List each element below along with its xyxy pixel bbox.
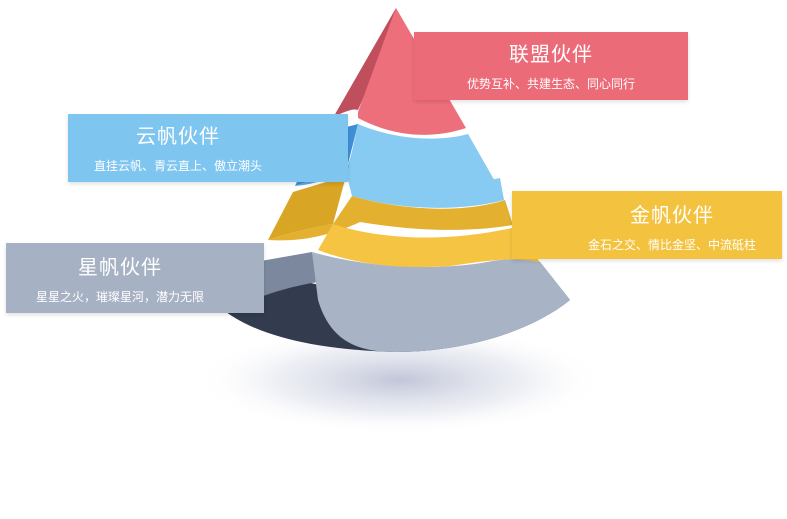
tier-star-front [312,252,570,352]
tier-alliance-front [358,8,466,135]
tier-alliance-banner: 联盟伙伴 优势互补、共建生态、同心同行 [414,32,688,100]
tier-gold-top [268,196,513,241]
tier-star-title: 星帆伙伴 [78,255,162,279]
tier-alliance-title: 联盟伙伴 [509,42,593,66]
tier-gold-title: 金帆伙伴 [630,203,714,227]
tier-cloud-description: 直挂云帆、青云直上、傲立潮头 [93,159,262,173]
tier-cloud-front-main [346,124,500,196]
tier-gold-description: 金石之交、情比金坚、中流砥柱 [587,238,756,252]
tier-star-banner: 星帆伙伴 星星之火，璀璨星河，潜力无限 [6,243,264,313]
tier-cloud-banner: 云帆伙伴 直挂云帆、青云直上、傲立潮头 [68,114,348,182]
tier-gold-side [268,176,346,240]
tier-gold-banner: 金帆伙伴 金石之交、情比金坚、中流砥柱 [512,191,782,259]
tier-gold-front [318,224,540,268]
tier-cloud-title: 云帆伙伴 [136,124,220,148]
pyramid-shadow [195,325,605,435]
tier-alliance-side [334,8,398,116]
tier-alliance-description: 优势互补、共建生态、同心同行 [466,77,635,91]
tier-star-description: 星星之火，璀璨星河，潜力无限 [35,290,204,304]
